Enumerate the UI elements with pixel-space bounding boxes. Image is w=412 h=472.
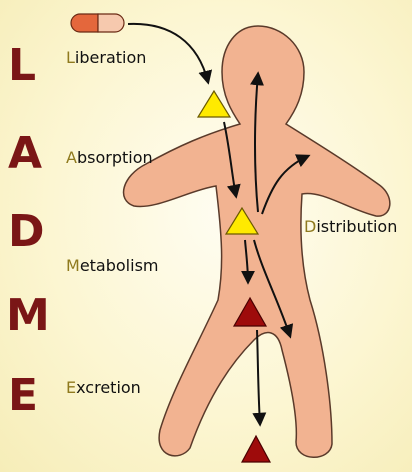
distribution-label: Distribution xyxy=(304,217,397,236)
capsule-icon xyxy=(70,13,125,33)
metabolism-label: Metabolism xyxy=(66,256,159,275)
arrow-liberation-to-absorption xyxy=(127,22,213,85)
acronym-letter-d: D xyxy=(8,206,45,257)
arrow-distribution-down xyxy=(253,239,294,339)
drug-triangle-icon xyxy=(196,89,232,118)
metabolite-triangle-icon xyxy=(240,434,272,463)
arrow-to-metabolism xyxy=(240,239,255,285)
liberation-label: Liberation xyxy=(66,48,146,67)
arrow-distribution-up xyxy=(250,71,265,213)
arrow-distribution-right xyxy=(261,154,311,215)
acronym-letter-e: E xyxy=(8,370,38,421)
metabolite-triangle-icon xyxy=(232,296,268,327)
drug-triangle-icon xyxy=(224,206,260,235)
arrow-absorption-down xyxy=(223,121,241,199)
human-body-silhouette xyxy=(122,25,391,458)
absorption-label: Absorption xyxy=(66,148,153,167)
acronym-letter-m: M xyxy=(6,290,50,341)
excretion-label: Excretion xyxy=(66,378,141,397)
acronym-letter-l: L xyxy=(8,40,36,91)
arrow-to-excretion xyxy=(252,329,267,427)
acronym-letter-a: A xyxy=(8,128,42,179)
